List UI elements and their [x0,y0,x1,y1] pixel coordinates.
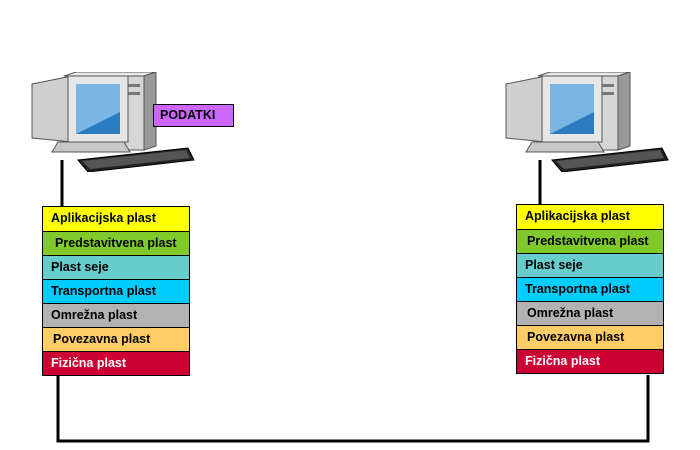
layer-transport: Transportna plast [517,277,663,301]
layer-physical: Fizična plast [517,349,663,373]
layer-data-link: Povezavna plast [517,325,663,349]
left-computer-icon [31,72,195,172]
right-osi-stack: Aplikacijska plast Predstavitvena plast … [516,204,664,374]
layer-data-link: Povezavna plast [43,327,189,351]
left-osi-stack: Aplikacijska plast Predstavitvena plast … [42,206,190,376]
layer-network: Omrežna plast [43,303,189,327]
layer-session: Plast seje [43,255,189,279]
layer-session: Plast seje [517,253,663,277]
layer-physical: Fizična plast [43,351,189,375]
layer-network: Omrežna plast [517,301,663,325]
layer-application: Aplikacijska plast [517,205,663,229]
right-computer-icon [505,72,669,172]
layer-transport: Transportna plast [43,279,189,303]
layer-presentation: Predstavitvena plast [517,229,663,253]
data-label: PODATKI [153,104,234,127]
layer-presentation: Predstavitvena plast [43,231,189,255]
layer-application: Aplikacijska plast [43,207,189,231]
